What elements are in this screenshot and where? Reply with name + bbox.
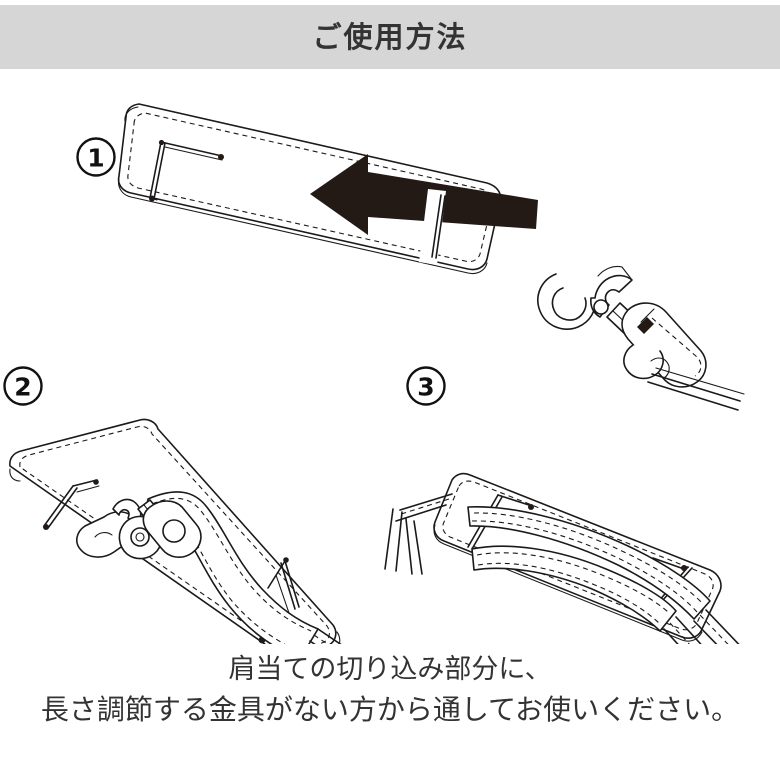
step-badge-1: 1	[76, 137, 116, 177]
caption-line-1: 肩当ての切り込み部分に、	[228, 654, 552, 685]
strap-step2	[76, 491, 319, 644]
snap-hook-step2	[76, 498, 202, 560]
step-badge-number: 3	[417, 373, 434, 402]
page-title: ご使用方法	[312, 19, 468, 54]
direction-arrow	[310, 154, 538, 235]
step-badge-number: 2	[14, 373, 31, 402]
snap-hook-step1	[537, 265, 745, 411]
step-badge-3: 3	[406, 366, 446, 406]
illustration-area: 1	[0, 69, 780, 644]
strap-step3	[467, 506, 711, 632]
step-badge-circle	[406, 366, 446, 406]
strap-tails-right-step3	[663, 609, 740, 644]
strap-tails-step2	[309, 628, 342, 644]
pad-slot-left	[149, 139, 224, 202]
step-badge-2: 2	[3, 366, 43, 406]
step-3-illustration: 3	[384, 366, 740, 644]
step-badge-circle	[3, 366, 43, 406]
pad-slot-upper-left-step2	[43, 479, 100, 530]
caption-block: 肩当ての切り込み部分に、 長さ調節する金具がない方から通してお使いください。	[0, 650, 780, 730]
step-badge-number: 1	[87, 144, 104, 173]
strap-tail-left-step3	[384, 493, 453, 575]
step-badge-circle	[76, 137, 116, 177]
step-1-illustration: 1	[76, 103, 745, 411]
caption-line-2: 長さ調節する金具がない方から通してお使いください。	[40, 693, 740, 726]
header-band: ご使用方法	[0, 5, 780, 69]
step-2-illustration: 2	[3, 366, 342, 644]
instruction-diagram: 1	[3, 103, 745, 644]
